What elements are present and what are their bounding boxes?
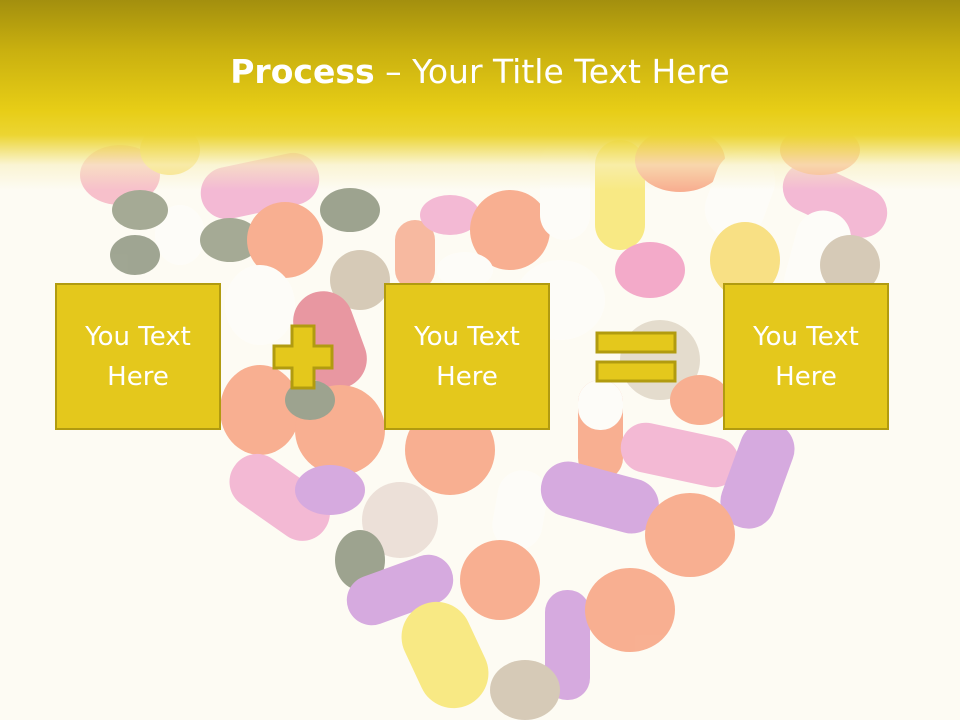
text-box-3-label: You Text Here [753, 321, 859, 392]
title-bar [0, 0, 960, 190]
plus-icon [272, 324, 334, 390]
equals-icon [595, 331, 677, 383]
text-box-2[interactable]: You Text Here [384, 283, 550, 430]
slide-title[interactable]: Process – Your Title Text Here [0, 52, 960, 91]
title-rest: – Your Title Text Here [374, 52, 730, 91]
text-box-3[interactable]: You Text Here [723, 283, 889, 430]
text-box-1-label: You Text Here [85, 321, 191, 392]
title-bold: Process [230, 52, 375, 91]
text-box-1[interactable]: You Text Here [55, 283, 221, 430]
text-box-2-label: You Text Here [414, 321, 520, 392]
